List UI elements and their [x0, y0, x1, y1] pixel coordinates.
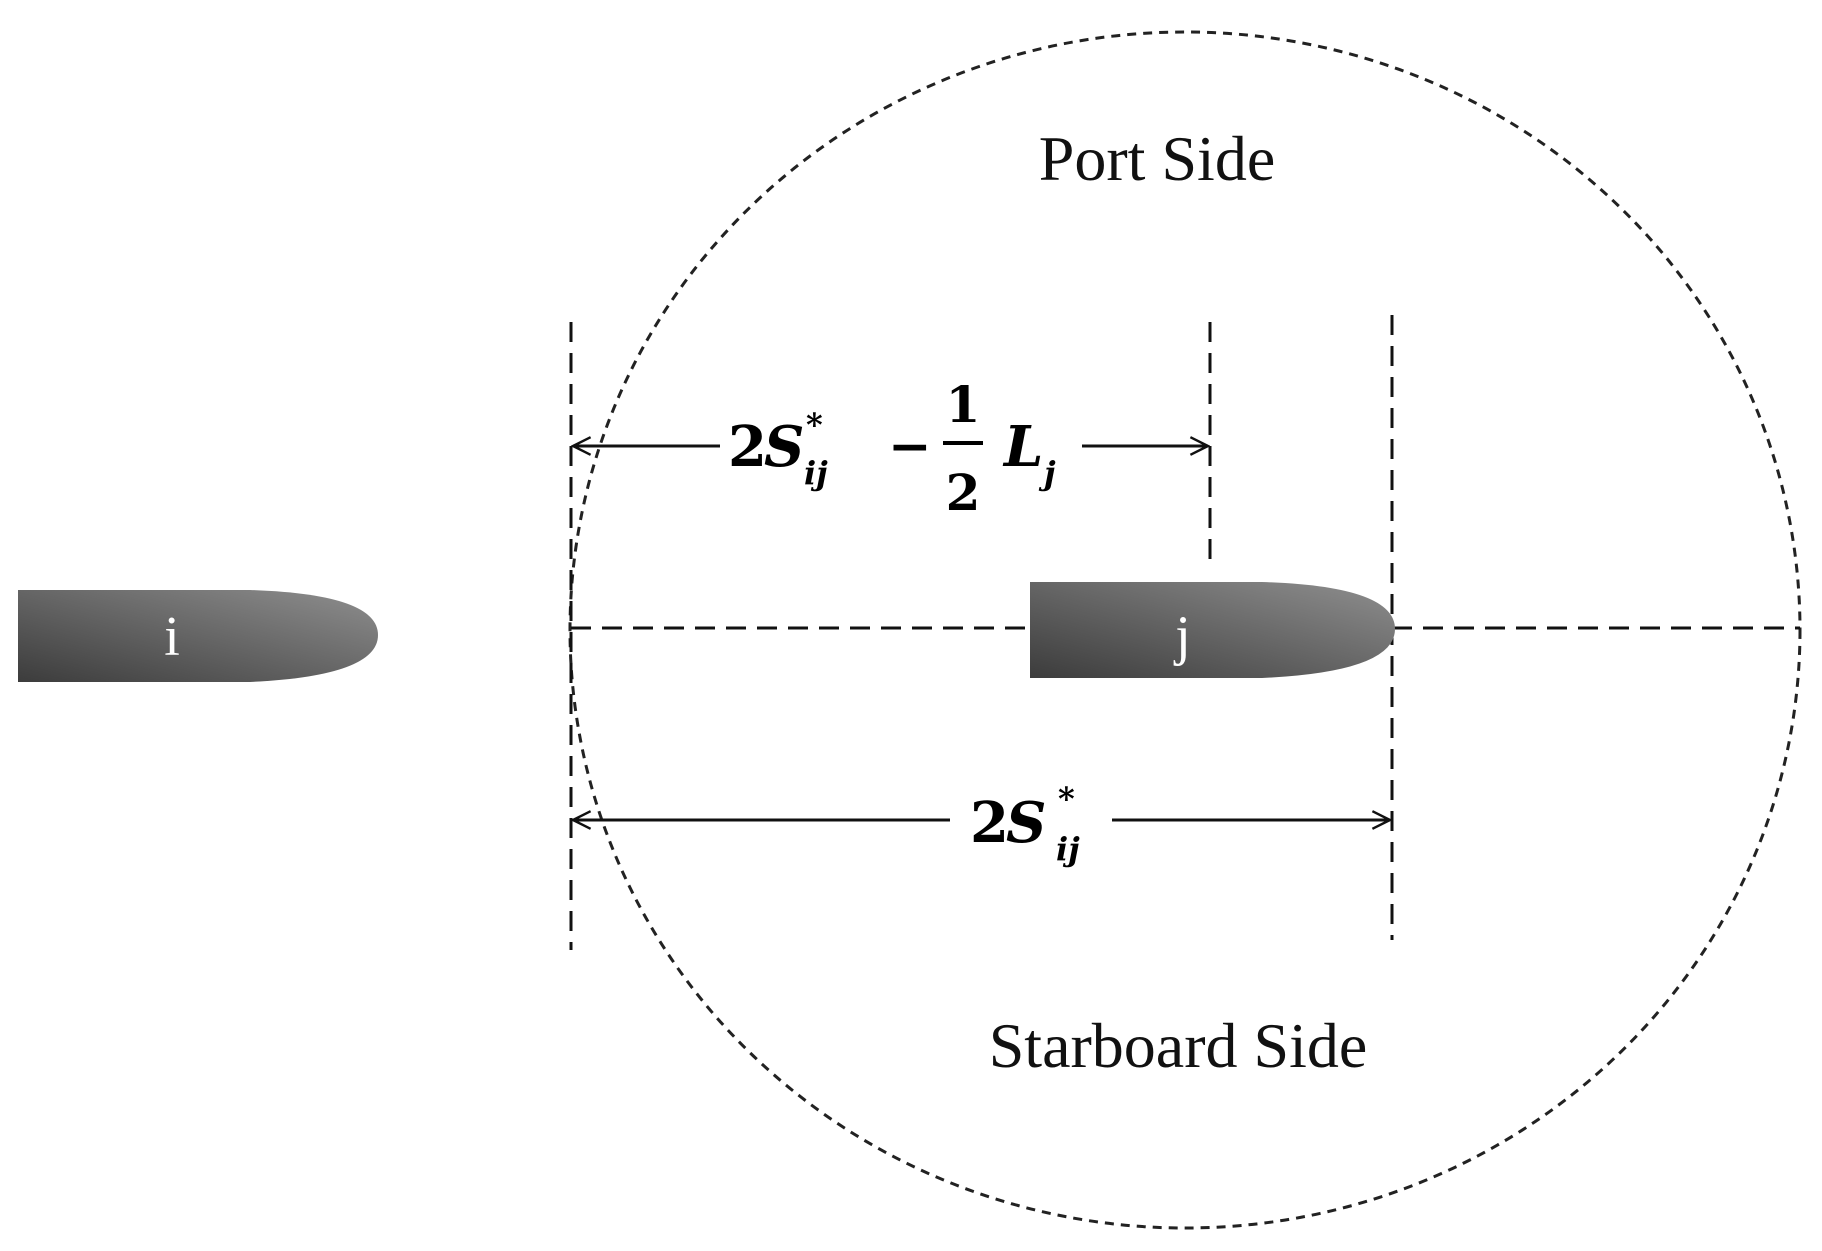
lower-formula-subscript: ij: [1056, 830, 1080, 868]
port-side-label: Port Side: [1039, 123, 1275, 194]
ship-j-label: j: [1173, 605, 1191, 667]
ship-i: i: [18, 590, 378, 682]
upper-formula-minus: −: [888, 416, 932, 477]
lower-formula-superscript: *: [1058, 780, 1075, 818]
starboard-side-label: Starboard Side: [989, 1010, 1368, 1081]
length-symbol: L: [1002, 414, 1043, 480]
ship-j: j: [1030, 582, 1395, 678]
upper-formula-superscript: *: [806, 406, 823, 444]
fraction-numerator: 1: [946, 375, 981, 434]
lower-formula-symbol: S: [1006, 790, 1046, 856]
ship-i-label: i: [164, 606, 180, 668]
upper-formula-subscript: ij: [804, 454, 828, 492]
fraction-denominator: 2: [946, 463, 981, 522]
upper-formula: 2 S * ij − 1 2 L j: [728, 375, 1056, 522]
upper-formula-symbol: S: [764, 414, 804, 480]
lower-formula-coef: 2: [970, 790, 1009, 856]
upper-formula-coef: 2: [728, 414, 767, 480]
ship-domain-circle: [568, 30, 1802, 1230]
lower-formula: 2 S * ij: [970, 780, 1080, 868]
